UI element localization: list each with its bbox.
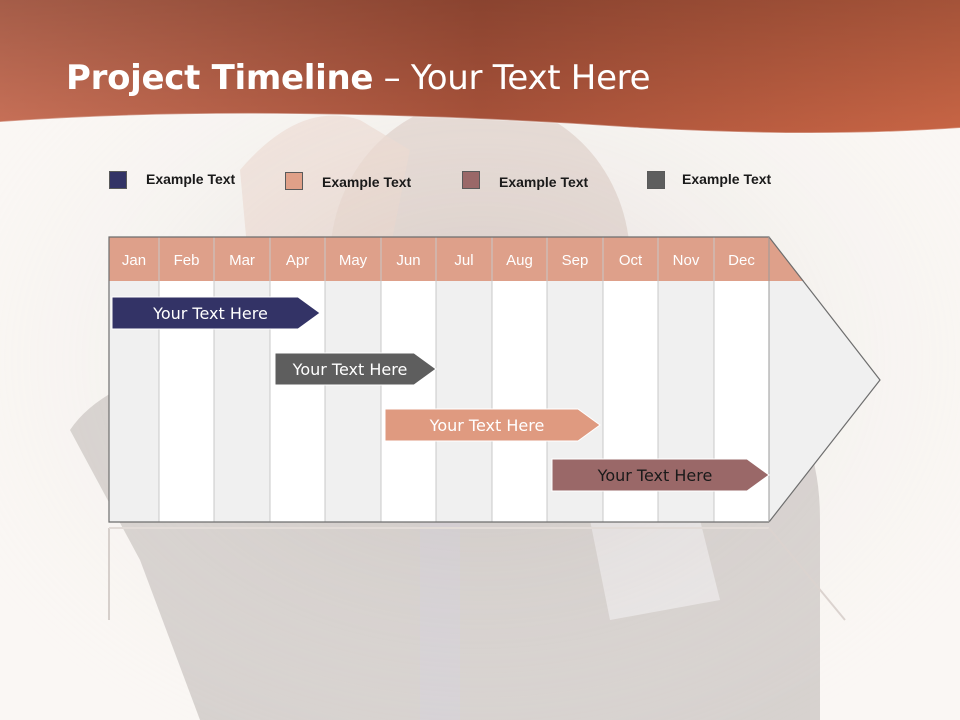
reflection-line (768, 527, 846, 621)
timeline-bar (551, 458, 770, 492)
legend-label: Example Text (682, 171, 772, 187)
month-label: Nov (673, 252, 700, 269)
timeline-outline (108, 236, 881, 523)
timeline-bar (111, 296, 321, 330)
month-column (381, 281, 436, 522)
month-label: Aug (506, 252, 533, 269)
legend-swatch (109, 171, 127, 189)
timeline-bar (274, 352, 437, 386)
timeline-bar-label: Your Text Here (152, 304, 268, 323)
month-label: Oct (619, 252, 643, 269)
month-label: Feb (174, 252, 200, 269)
month-label: Jun (396, 252, 420, 269)
month-label: Dec (728, 252, 755, 269)
title-bold: Project Timeline (66, 58, 374, 98)
legend-label: Example Text (499, 174, 589, 190)
legend-swatch (285, 172, 303, 190)
month-label: Apr (286, 252, 309, 269)
month-label: Mar (229, 252, 255, 269)
page-title: Project Timeline – Your Text Here (66, 58, 651, 98)
timeline-bar (384, 408, 601, 442)
legend-label: Example Text (146, 171, 236, 187)
arrow-head-body (769, 281, 880, 522)
month-label: Jul (454, 252, 473, 269)
month-label: Sep (562, 252, 589, 269)
month-label: May (339, 252, 368, 269)
title-rest: – Your Text Here (373, 58, 651, 98)
legend-swatch (462, 171, 480, 189)
legend-swatch (647, 171, 665, 189)
timeline-bar-label: Your Text Here (292, 360, 408, 379)
legend-label: Example Text (322, 174, 412, 190)
month-header-row (109, 237, 769, 281)
timeline-bar-label: Your Text Here (597, 466, 713, 485)
month-column (492, 281, 547, 522)
month-label: Jan (122, 252, 146, 269)
timeline-bar-label: Your Text Here (429, 416, 545, 435)
month-column (436, 281, 492, 522)
month-column (325, 281, 381, 522)
